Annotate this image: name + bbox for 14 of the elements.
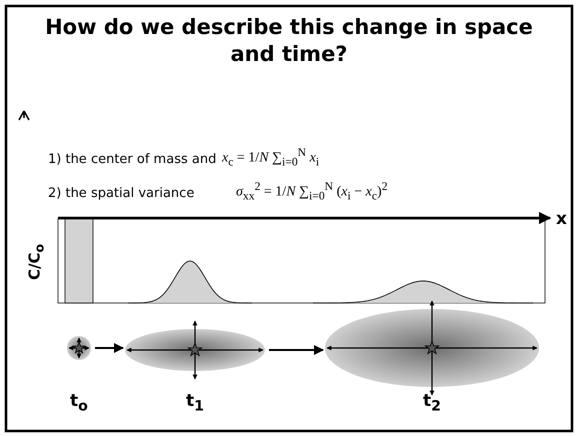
- time-label: t$_{2}$: [423, 391, 441, 414]
- plume-ellipse: [125, 320, 265, 380]
- time-label: t$_{1}$: [186, 391, 204, 414]
- list-item: 2) the spatial variance: [48, 186, 194, 201]
- arrow: [269, 345, 324, 355]
- time-label: t$_{o}$: [70, 391, 88, 414]
- plume-ellipse: [325, 300, 539, 396]
- formula: x$_{c}$ = 1/N ∑$_{i=0}$$^{N}$ x$_{i}$: [222, 146, 320, 168]
- arrow: [95, 343, 124, 353]
- formula: σ$_{xx}$$^{2}$ = 1/N ∑$_{i=0}$$^{N}$ (x$_{i}$ − x$_{c}$)$^{2}$: [236, 180, 388, 202]
- plume-circle: [67, 336, 91, 360]
- slide-title: How do we describe this change in space and time?: [44, 14, 534, 68]
- list-item: 1) the center of mass and: [48, 152, 216, 167]
- axis-label: x: [556, 209, 567, 229]
